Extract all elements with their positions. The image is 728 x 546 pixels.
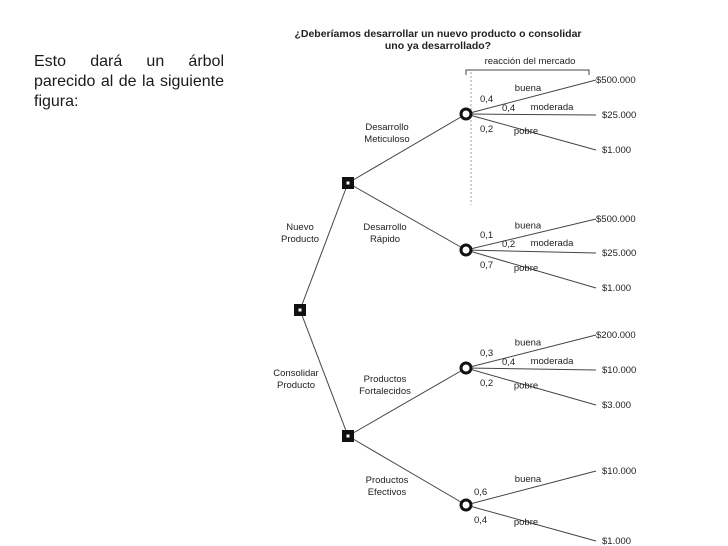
outcome-2-label-2: moderada: [531, 238, 574, 249]
decision-option-2-line2: Rápido: [370, 234, 400, 245]
outcome-1-branch-3: [465, 113, 597, 151]
market-reaction-label: reacción del mercado: [485, 56, 576, 67]
tree-layer: reacción del mercadoNuevoProductoConsoli…: [273, 56, 636, 546]
root-option-1-line1: Nuevo: [286, 222, 313, 233]
intro-text: Esto dará un árbol parecido al de la sig…: [34, 53, 224, 110]
outcome-2-label-3: pobre: [514, 263, 538, 274]
outcome-1-branch-1: [465, 79, 597, 115]
branch-root-2: [299, 309, 349, 437]
outcome-4-value-1: $10.000: [602, 466, 636, 477]
outcome-1-label-1: buena: [515, 83, 542, 94]
outcome-2-value-3: $1.000: [602, 283, 631, 294]
outcome-3-branch-2: [465, 367, 597, 371]
decision-node-2-center: [346, 434, 350, 438]
market-reaction-bracket: [465, 69, 590, 75]
outcome-3-label-3: pobre: [514, 381, 538, 392]
branch-root-1: [299, 182, 349, 311]
decision-option-1-line1: Desarrollo: [365, 122, 408, 133]
outcome-1-prob-1: 0,4: [480, 94, 493, 105]
outcome-3-value-1: $200.000: [596, 330, 636, 341]
outcome-3-value-2: $10.000: [602, 365, 636, 376]
outcome-3-label-1: buena: [515, 338, 542, 349]
branch-decision-1-b: [347, 182, 467, 251]
decision-option-4-line1: Productos: [366, 475, 409, 486]
outcome-1-value-2: $25.000: [602, 110, 636, 121]
outcome-4-branch-2: [465, 504, 597, 542]
outcome-3-branch-3: [465, 367, 597, 406]
chance-node-3: [459, 361, 473, 375]
outcome-1-value-3: $1.000: [602, 145, 631, 156]
chance-node-1: [459, 107, 473, 121]
outcome-2-prob-2: 0,2: [502, 239, 515, 250]
outcome-4-prob-1: 0,6: [474, 487, 487, 498]
outcome-3-value-3: $3.000: [602, 400, 631, 411]
decision-option-3-line1: Productos: [364, 374, 407, 385]
decision-option-1-line2: Meticuloso: [364, 134, 409, 145]
outcome-1-value-1: $500.000: [596, 75, 636, 86]
outcome-3-label-2: moderada: [531, 356, 574, 367]
outcome-2-branch-1: [465, 218, 597, 251]
root-option-1-line2: Producto: [281, 234, 319, 245]
outcome-4-label-1: buena: [515, 474, 542, 485]
branch-decision-1-a: [347, 113, 467, 184]
chance-node-2: [459, 243, 473, 257]
outcome-1-prob-3: 0,2: [480, 124, 493, 135]
outcome-4-label-2: pobre: [514, 517, 538, 528]
decision-option-3-line2: Fortalecidos: [359, 386, 411, 397]
outcome-1-label-2: moderada: [531, 102, 574, 113]
outcome-1-prob-2: 0,4: [502, 103, 515, 114]
chance-node-4: [459, 498, 473, 512]
diagram-title-line1: ¿Deberíamos desarrollar un nuevo product…: [294, 28, 581, 40]
root-option-2-line2: Producto: [277, 380, 315, 391]
branch-decision-2-a: [347, 367, 467, 437]
outcome-2-label-1: buena: [515, 221, 542, 232]
root-option-2-line1: Consolidar: [273, 368, 318, 379]
outcome-3-branch-1: [465, 334, 597, 369]
outcome-2-branch-3: [465, 249, 597, 289]
decision-option-4-line2: Efectivos: [368, 487, 407, 498]
outcome-1-label-3: pobre: [514, 126, 538, 137]
root-decision-node-center: [298, 308, 302, 312]
outcome-4-prob-2: 0,4: [474, 515, 487, 526]
decision-option-2-line1: Desarrollo: [363, 222, 406, 233]
outcome-2-value-2: $25.000: [602, 248, 636, 259]
diagram-title-line2: uno ya desarrollado?: [385, 40, 491, 52]
outcome-3-prob-2: 0,4: [502, 357, 515, 368]
outcome-1-branch-2: [465, 113, 597, 116]
outcome-3-prob-3: 0,2: [480, 378, 493, 389]
outcome-2-prob-1: 0,1: [480, 230, 493, 241]
outcome-3-prob-1: 0,3: [480, 348, 493, 359]
outcome-4-value-2: $1.000: [602, 536, 631, 546]
outcome-4-branch-1: [465, 470, 597, 506]
outcome-2-value-1: $500.000: [596, 214, 636, 225]
outcome-2-prob-3: 0,7: [480, 260, 493, 271]
decision-node-1-center: [346, 181, 350, 185]
outcome-2-branch-2: [465, 249, 597, 254]
branch-decision-2-b: [347, 435, 467, 506]
